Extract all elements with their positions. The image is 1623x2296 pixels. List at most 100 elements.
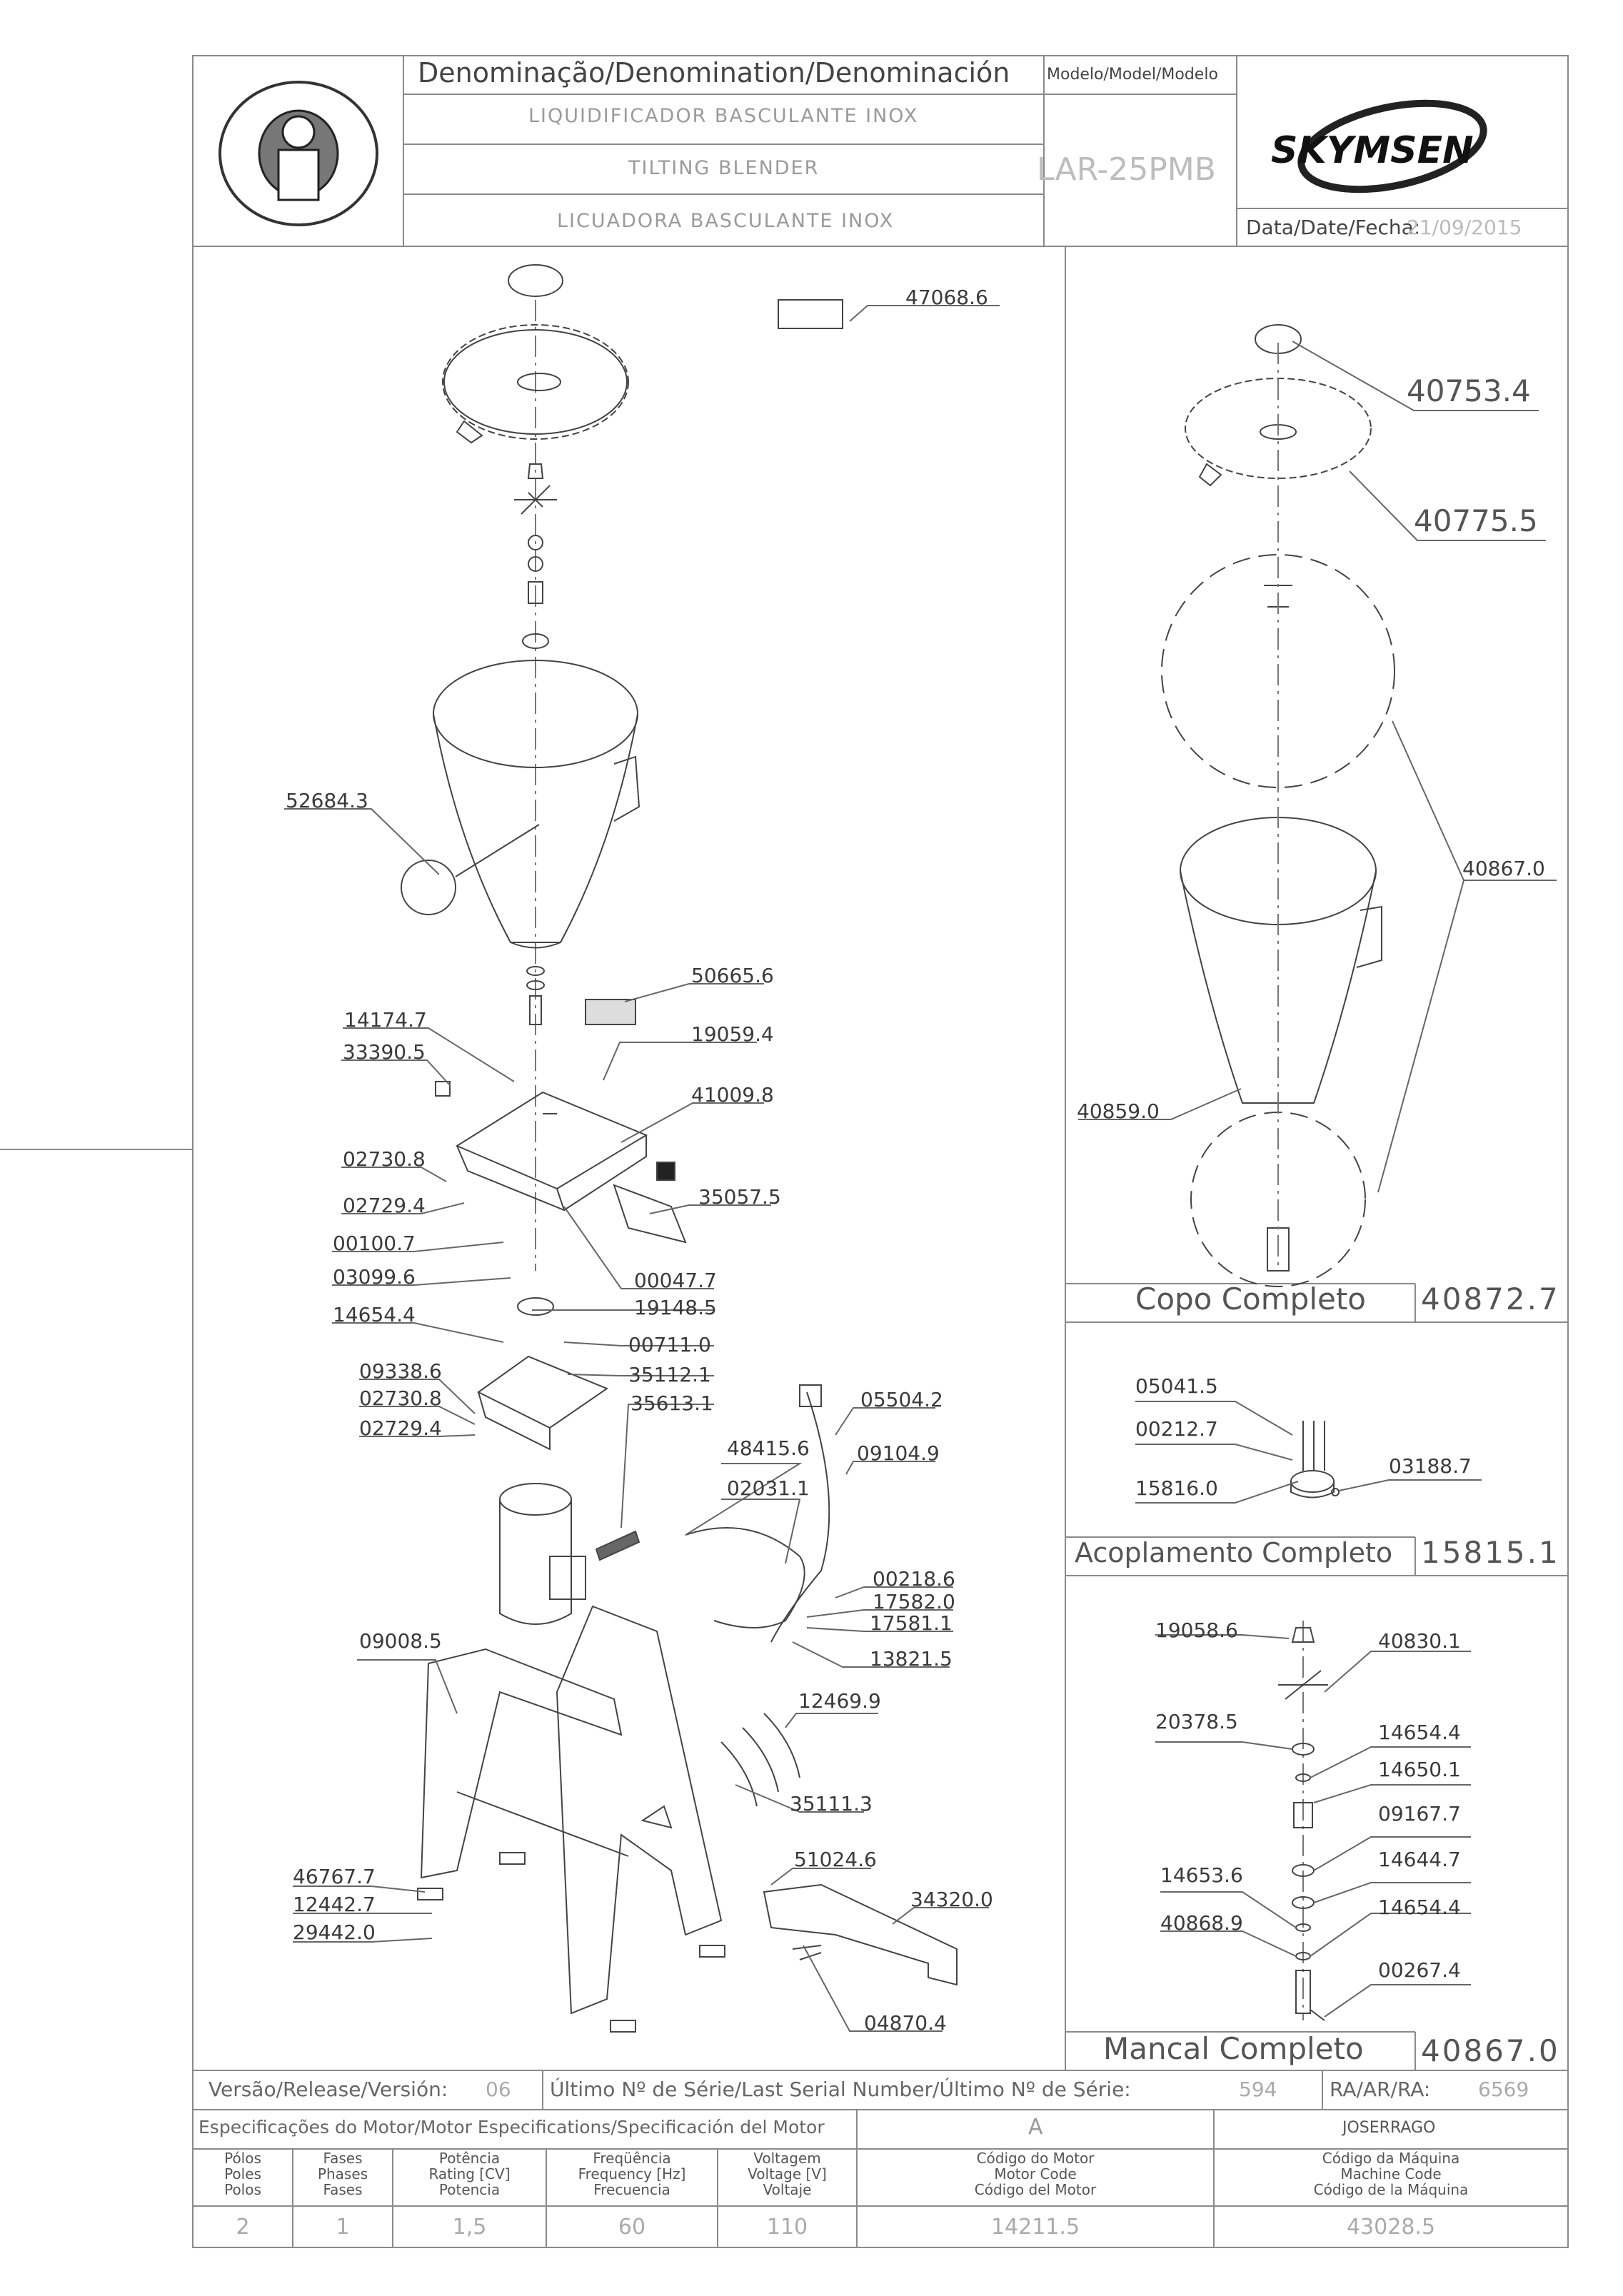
part-label: 19058.6: [1155, 1618, 1238, 1642]
part-label: 40775.5: [1414, 503, 1538, 538]
part-label: 40867.0: [1462, 857, 1545, 880]
mancal-completo-code: 40867.0: [1421, 2033, 1560, 2068]
part-label: 35112.1: [628, 1363, 711, 1386]
part-label: 46767.7: [293, 1865, 376, 1888]
model-value: LAR-25PMB: [1037, 151, 1216, 188]
part-label: 02729.4: [343, 1194, 426, 1217]
machine-code-value: 43028.5: [1346, 2215, 1436, 2240]
part-label: 00100.7: [333, 1232, 416, 1255]
part-label: 04870.4: [864, 2011, 947, 2035]
part-label: 29442.0: [293, 1920, 376, 1944]
part-label: 35111.3: [790, 1792, 873, 1816]
main-exploded-view: [401, 264, 958, 2033]
part-label: 02031.1: [727, 1476, 810, 1500]
serial-label: Último Nº de Série/Last Serial Number/Úl…: [550, 2078, 1131, 2101]
phases-value: 1: [336, 2215, 350, 2240]
copo-completo-title: Copo Completo: [1135, 1282, 1366, 1316]
skymsen-logo: SKYMSEN: [1271, 99, 1487, 193]
copo-completo-code: 40872.7: [1421, 1282, 1560, 1316]
part-label: 17582.0: [873, 1590, 955, 1613]
part-label: 19059.4: [691, 1022, 774, 1046]
sheet-frame: [192, 55, 1569, 2248]
revision-value: A: [1028, 2115, 1043, 2140]
part-label: 19148.5: [634, 1296, 717, 1319]
part-label: 15816.0: [1135, 1476, 1218, 1500]
part-label: 03188.7: [1389, 1454, 1472, 1478]
motor-spec-label: Especificações do Motor/Motor Especifica…: [199, 2117, 825, 2138]
authorized-service-seal: [218, 81, 378, 226]
poles-value: 2: [236, 2215, 250, 2240]
part-label: 09167.7: [1378, 1802, 1461, 1826]
mancal-view: [1278, 1621, 1328, 2021]
acoplamento-code: 15815.1: [1421, 1535, 1560, 1570]
part-label: 40830.1: [1378, 1629, 1461, 1653]
part-label: 00212.7: [1135, 1417, 1218, 1441]
part-label: 35613.1: [630, 1391, 713, 1415]
part-label: 00047.7: [634, 1269, 717, 1292]
part-label: 09338.6: [359, 1359, 442, 1383]
part-label: 41009.8: [691, 1083, 774, 1107]
part-label: 17581.1: [870, 1611, 953, 1635]
part-label: 20378.5: [1155, 1710, 1238, 1733]
part-label: 14654.4: [1378, 1721, 1461, 1744]
part-label: 33390.5: [343, 1040, 426, 1064]
svg-text:SKYMSEN: SKYMSEN: [1271, 129, 1474, 172]
part-label: 02729.4: [359, 1416, 442, 1440]
name-english: TILTING BLENDER: [628, 157, 820, 179]
part-label: 51024.6: [794, 1848, 877, 1871]
part-label: 50665.6: [691, 964, 774, 987]
copo-completo-view: [1161, 324, 1395, 1287]
part-label: 12469.9: [798, 1689, 881, 1713]
part-label: 12442.7: [293, 1893, 376, 1916]
acoplamento-title: Acoplamento Completo: [1075, 1537, 1393, 1569]
frequency-value: 60: [618, 2215, 646, 2240]
model-label: Modelo/Model/Modelo: [1047, 66, 1218, 84]
date-label: Data/Date/Fecha:: [1246, 216, 1421, 239]
part-label: 14654.4: [1378, 1895, 1461, 1919]
part-label: 14174.7: [344, 1008, 427, 1032]
part-label: 09104.9: [857, 1441, 940, 1465]
power-value: 1,5: [452, 2215, 487, 2240]
part-label: 14654.4: [333, 1303, 416, 1326]
author-value: JOSERRAGO: [1342, 2119, 1436, 2137]
part-label: 47068.6: [905, 286, 988, 309]
date-value: 21/09/2015: [1407, 216, 1522, 239]
ra-value: 6569: [1478, 2078, 1529, 2101]
serial-value: 594: [1239, 2078, 1277, 2101]
part-label: 40753.4: [1407, 373, 1531, 408]
part-label: 48415.6: [727, 1436, 810, 1460]
part-label: 34320.0: [910, 1888, 993, 1911]
part-label: 02730.8: [343, 1147, 426, 1171]
part-label: 05041.5: [1135, 1374, 1218, 1398]
voltage-value: 110: [766, 2215, 808, 2240]
part-label: 40868.9: [1160, 1911, 1243, 1935]
version-label: Versão/Release/Versión:: [208, 2078, 448, 2101]
part-label: 35057.5: [698, 1185, 781, 1209]
part-label: 05504.2: [860, 1388, 943, 1411]
denomination-label: Denominação/Denomination/Denominación: [418, 57, 1010, 89]
part-label: 02730.8: [359, 1386, 442, 1410]
part-label: 00218.6: [873, 1567, 955, 1591]
version-value: 06: [486, 2078, 511, 2101]
name-spanish: LICUADORA BASCULANTE INOX: [557, 210, 895, 232]
part-label: 14653.6: [1160, 1863, 1243, 1887]
part-label: 00267.4: [1378, 1958, 1461, 1982]
part-label: 00711.0: [628, 1333, 711, 1356]
part-label: 14644.7: [1378, 1848, 1461, 1871]
part-label: 40859.0: [1077, 1099, 1160, 1123]
name-portuguese: LIQUIDIFICADOR BASCULANTE INOX: [528, 105, 919, 127]
acoplamento-view: [1290, 1421, 1340, 1499]
part-label: 03099.6: [333, 1265, 416, 1289]
lid-cap-part: [508, 264, 563, 297]
part-label: 14650.1: [1378, 1758, 1461, 1781]
part-label: 52684.3: [286, 789, 368, 812]
